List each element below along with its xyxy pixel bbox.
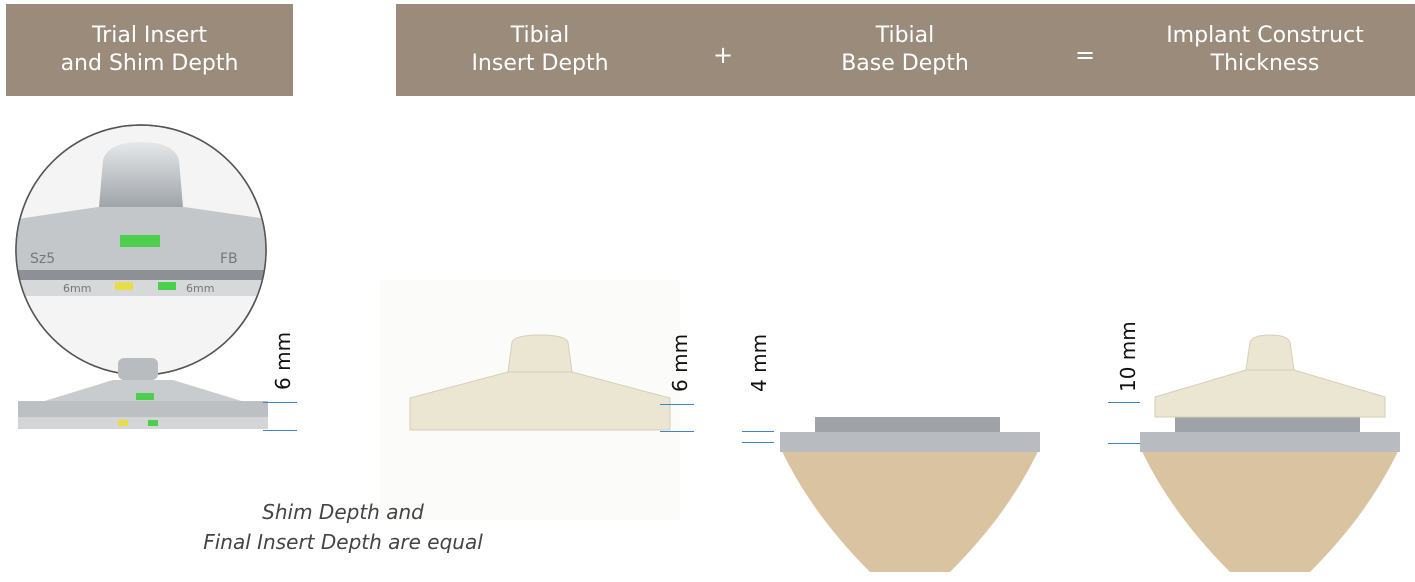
header-trial-insert-shim-depth: Trial Insert and Shim Depth: [6, 4, 293, 96]
insert-depth-label: 6 mm: [668, 334, 692, 392]
implant-construct-image: [1130, 312, 1410, 582]
header-tibial-base-depth: Tibial Base Depth: [805, 4, 1005, 96]
header-insert-line1: Tibial: [511, 22, 570, 50]
caption-line2: Final Insert Depth are equal: [168, 527, 518, 557]
base-depth-top-tick: [742, 431, 774, 432]
shim-label-right: 6mm: [186, 282, 214, 295]
header-implant-construct-thickness: Implant Construct Thickness: [1140, 4, 1390, 96]
caption-line1: Shim Depth and: [168, 497, 518, 527]
trial-depth-bottom-tick: [263, 430, 297, 431]
base-depth-bottom-tick: [742, 442, 774, 443]
header-tibial-insert-depth: Tibial Insert Depth: [440, 4, 640, 96]
shim-label-left: 6mm: [63, 282, 91, 295]
trial-size-label: Sz5: [30, 251, 55, 267]
trial-type-label: FB: [220, 251, 238, 267]
plus-sign: +: [713, 41, 733, 69]
trial-insert-image: [18, 375, 268, 435]
header-construct-line1: Implant Construct: [1166, 22, 1364, 50]
base-depth-label: 4 mm: [747, 334, 771, 392]
equals-sign: =: [1075, 41, 1095, 69]
insert-depth-bottom-tick: [660, 431, 694, 432]
construct-depth-bottom-tick: [1108, 443, 1140, 444]
header-base-line2: Base Depth: [841, 50, 969, 78]
trial-depth-top-tick: [263, 402, 297, 403]
header-trial-line2: and Shim Depth: [61, 50, 239, 78]
trial-insert-zoom-circle: Sz5 FB 6mm 6mm: [8, 122, 298, 382]
header-construct-line2: Thickness: [1211, 50, 1320, 78]
header-trial-line1: Trial Insert: [92, 22, 207, 50]
caption: Shim Depth and Final Insert Depth are eq…: [168, 497, 518, 557]
header-insert-line2: Insert Depth: [471, 50, 608, 78]
header-base-line1: Tibial: [876, 22, 935, 50]
trial-depth-label: 6 mm: [271, 332, 295, 390]
tibial-insert-image: [380, 280, 680, 520]
insert-depth-top-tick: [660, 404, 694, 405]
construct-depth-top-tick: [1108, 402, 1140, 403]
construct-depth-label: 10 mm: [1116, 321, 1140, 392]
tibial-base-image: [770, 312, 1050, 582]
